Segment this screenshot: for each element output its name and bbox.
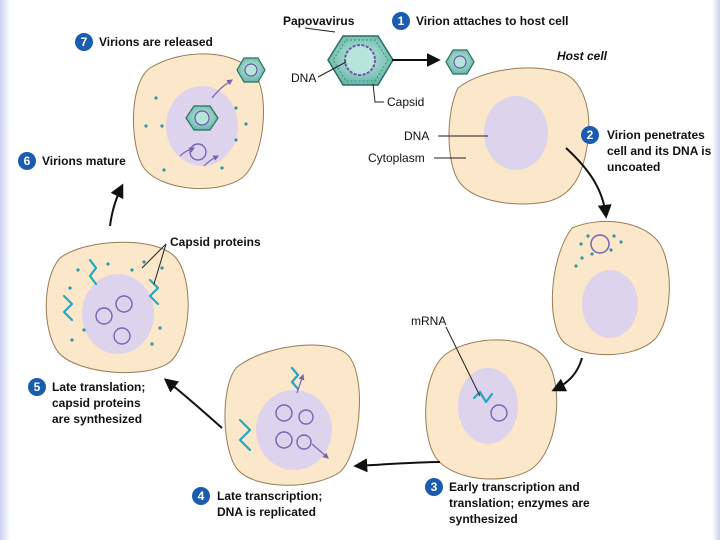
step-text: Virion penetrates (607, 128, 705, 142)
step-text: Early transcription and (449, 480, 580, 494)
step-number: 7 (81, 35, 88, 49)
label-capsid: Capsid (387, 95, 424, 109)
cycle-arrows (109, 147, 612, 473)
cell-step-2 (551, 220, 670, 356)
released-virion (236, 57, 266, 83)
label-capsid-proteins: Capsid proteins (170, 235, 261, 249)
step-text: synthesized (449, 512, 518, 526)
step-1-label: 1 Virion attaches to host cell (392, 12, 568, 30)
step-badge (392, 12, 410, 30)
label-cytoplasm: Cytoplasm (368, 151, 425, 165)
step-badge (75, 33, 93, 51)
step-text: are synthesized (52, 412, 142, 426)
step-7-label: 7 Virions are released (75, 33, 213, 51)
papovavirus-virion (327, 35, 394, 86)
step-text: DNA is replicated (217, 505, 316, 519)
step-text: Virions mature (42, 154, 126, 168)
step-number: 3 (431, 480, 438, 494)
step-text: translation; enzymes are (449, 496, 590, 510)
label-virus-dna: DNA (291, 71, 316, 85)
step-text: cell and its DNA is (607, 144, 712, 158)
maturing-virion (185, 105, 219, 131)
step-6-label: 6 Virions mature (18, 152, 126, 170)
step-text: capsid proteins (52, 396, 141, 410)
step-badge (28, 378, 46, 396)
step-badge (18, 152, 36, 170)
cell-step-6 (132, 53, 266, 190)
step-3-label: 3 Early transcription and translation; e… (425, 478, 590, 526)
label-mrna: mRNA (411, 314, 446, 328)
step-4-label: 4 Late transcription; DNA is replicated (192, 487, 322, 519)
cell-step-1 (445, 49, 590, 205)
step-number: 6 (24, 154, 31, 168)
step-badge (581, 126, 599, 144)
step-number: 1 (398, 14, 405, 28)
step-number: 4 (198, 489, 205, 503)
step-badge (192, 487, 210, 505)
label-host-cell: Host cell (557, 49, 608, 63)
step-number: 5 (34, 380, 41, 394)
step-text: Late translation; (52, 380, 145, 394)
step-number: 2 (587, 128, 594, 142)
step-badge (425, 478, 443, 496)
cell-step-4 (224, 344, 360, 486)
step-2-label: 2 Virion penetrates cell and its DNA is … (581, 126, 712, 174)
label-host-dna: DNA (404, 129, 429, 143)
step-text: uncoated (607, 160, 660, 174)
cell-step-3 (425, 339, 558, 480)
label-papovavirus: Papovavirus (283, 14, 355, 28)
attached-virion (445, 49, 475, 75)
step-5-label: 5 Late translation; capsid proteins are … (28, 378, 145, 426)
cell-step-5 (45, 241, 189, 374)
step-text: Virions are released (99, 35, 213, 49)
step-text: Virion attaches to host cell (416, 14, 568, 28)
step-text: Late transcription; (217, 489, 322, 503)
